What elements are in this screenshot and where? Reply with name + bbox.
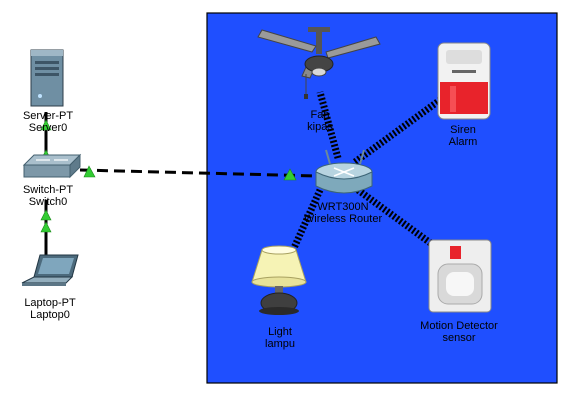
switch-label: Switch-PT Switch0 — [10, 184, 86, 208]
light-type: Light — [268, 326, 292, 338]
laptop-label: Laptop-PT Laptop0 — [10, 297, 90, 321]
lamp-icon[interactable] — [251, 245, 307, 315]
router-type: WRT300N — [317, 201, 369, 213]
wireless-link-siren — [352, 97, 443, 165]
fan-type: Fan — [310, 109, 330, 121]
wireless-link-fan — [316, 91, 342, 159]
ceiling-fan-icon[interactable] — [257, 27, 381, 99]
siren-name: Alarm — [448, 136, 478, 148]
server-type: Server-PT — [22, 110, 74, 122]
siren-icon[interactable] — [437, 42, 491, 120]
link-up-icon — [40, 209, 52, 221]
siren-type: Siren — [450, 124, 476, 136]
link-up-icon — [283, 168, 297, 181]
link-up-icon — [40, 119, 52, 131]
router-name: Wireless Router — [303, 213, 383, 225]
laptop-name: Laptop0 — [30, 309, 70, 321]
switch-name: Switch0 — [28, 196, 68, 208]
wireless-zone — [206, 12, 558, 384]
server-icon[interactable] — [30, 49, 64, 107]
light-name: lampu — [265, 338, 295, 350]
wireless-links — [281, 91, 443, 270]
switch-icon[interactable] — [22, 153, 82, 179]
link-up-icon — [83, 165, 96, 178]
fan-name: kipas — [307, 121, 333, 133]
server-label: Server-PT Server0 — [10, 110, 86, 134]
siren-label: Siren Alarm — [430, 124, 496, 148]
link-switch-router[interactable] — [79, 168, 319, 178]
wireless-link-motion — [355, 187, 443, 253]
motion-label: Motion Detector sensor — [400, 320, 518, 344]
server-name: Server0 — [28, 122, 68, 134]
link-up-icon — [40, 221, 52, 233]
laptop-type: Laptop-PT — [24, 297, 76, 309]
light-label: Light lampu — [250, 326, 310, 350]
switch-type: Switch-PT — [22, 184, 74, 196]
laptop-icon[interactable] — [21, 254, 79, 286]
motion-name: sensor — [442, 332, 476, 344]
fan-label: Fan kipas — [290, 109, 350, 133]
motion-detector-icon[interactable] — [428, 239, 492, 313]
motion-type: Motion Detector — [420, 320, 498, 332]
router-label: WRT300N Wireless Router — [283, 201, 403, 225]
wireless-router-icon[interactable] — [315, 149, 373, 194]
